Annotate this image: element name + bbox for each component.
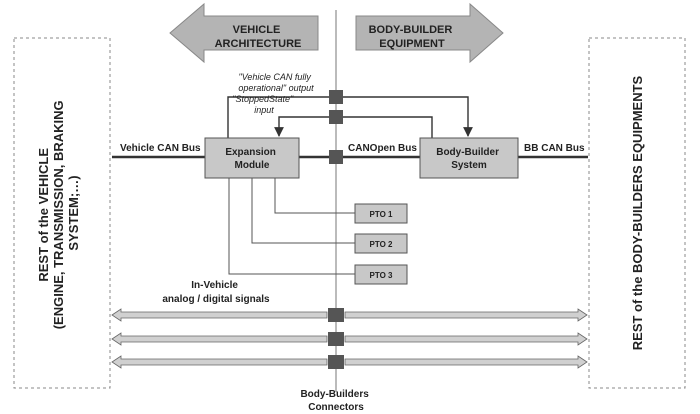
bb-can-bus-label: BB CAN Bus	[524, 143, 585, 154]
pto1-label: PTO 1	[370, 210, 394, 219]
body-builder-system-label: Body-Builder System	[436, 147, 502, 171]
vehicle-architecture-label: VEHICLE ARCHITECTURE	[215, 24, 302, 50]
vehicle-architecture-arrow	[169, 2, 319, 64]
pto3-wire	[228, 178, 355, 275]
pto1-wire	[274, 178, 355, 214]
connector-square	[329, 90, 343, 104]
pto2-wire	[251, 178, 355, 244]
body-builder-equipment-label: BODY-BUILDER EQUIPMENT	[369, 24, 456, 50]
right-panel	[588, 37, 686, 389]
can-output-label: "Vehicle CAN fully operational" output	[238, 72, 314, 93]
pto1-box	[354, 203, 408, 224]
right-panel-text: REST of the BODY-BUILDERS EQUIPMENTS	[630, 75, 645, 350]
pto2-label: PTO 2	[370, 240, 394, 249]
body-builder-system-box	[419, 137, 519, 179]
stopped-state-arrow	[274, 116, 433, 138]
expansion-module-box	[204, 137, 300, 179]
stopped-state-label: "StoppedState" input	[232, 94, 295, 115]
pto3-box	[354, 264, 408, 285]
expansion-module-label: Expansion Module	[225, 147, 278, 171]
body-builder-equipment-arrow	[355, 2, 504, 64]
left-panel-text: REST of the VEHICLE (ENGINE, TRANSMISSIO…	[36, 97, 81, 330]
double-arrow-row	[111, 332, 588, 346]
left-panel	[13, 37, 111, 389]
pto3-label: PTO 3	[370, 271, 394, 280]
connector-square	[329, 150, 343, 164]
can-output-arrow	[227, 96, 473, 138]
in-vehicle-label: In-Vehicle analog / digital signals	[162, 280, 270, 305]
connector-square	[329, 110, 343, 124]
double-arrow-row	[111, 355, 588, 369]
canopen-bus-label: CANOpen Bus	[348, 143, 417, 154]
double-arrow-row	[111, 308, 588, 322]
connectors-label: Body-Builders Connectors	[300, 389, 371, 413]
vehicle-can-bus-label: Vehicle CAN Bus	[120, 143, 201, 154]
pto2-box	[354, 233, 408, 254]
